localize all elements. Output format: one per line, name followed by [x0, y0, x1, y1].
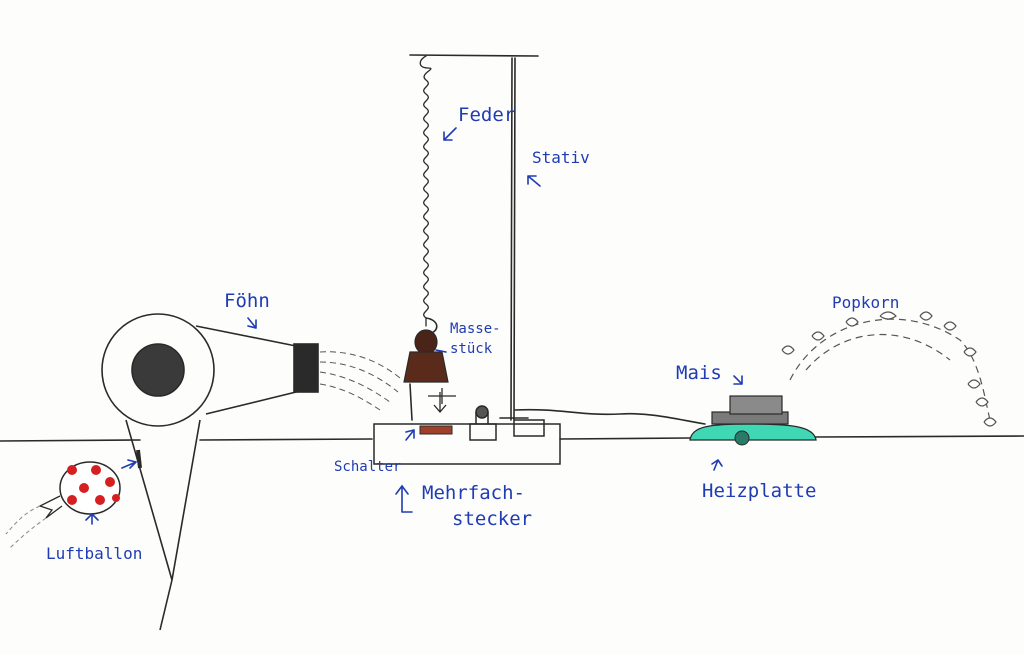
direction-marks: [428, 388, 456, 413]
mass-piece: [403, 329, 449, 383]
label-switch: Schalter: [334, 459, 402, 475]
label-power-strip-1: Mehrfach-: [422, 482, 525, 504]
balloon: [5, 461, 121, 549]
switch: [419, 425, 453, 435]
label-hair-dryer: Föhn: [224, 290, 270, 312]
ground-line-right: [559, 435, 1024, 440]
label-hotplate: Heizplatte: [702, 480, 817, 502]
corn-pot: [711, 395, 789, 425]
hair-dryer: [101, 313, 319, 631]
label-balloon: Luftballon: [46, 544, 143, 563]
hotplate: [689, 423, 817, 446]
stand-pole-edge: [513, 57, 516, 421]
label-corn: Mais: [676, 362, 722, 384]
label-mass-2: stück: [450, 341, 493, 357]
popcorn-arc: [781, 311, 997, 427]
annotation-arrows: [85, 127, 743, 525]
power-strip: [373, 405, 561, 465]
spring: [419, 55, 432, 327]
label-stand: Stativ: [532, 148, 590, 167]
stand-pole: [510, 57, 513, 421]
label-popcorn: Popkorn: [832, 293, 900, 312]
mass-string: [409, 383, 413, 421]
air-stream: [319, 351, 401, 411]
stand-top-bar: [409, 54, 539, 57]
cable-stand-to-hotplate: [514, 408, 706, 425]
label-spring: Feder: [458, 104, 516, 126]
ground-line-left: [0, 438, 373, 442]
label-power-strip-2: stecker: [452, 508, 533, 530]
label-mass-1: Masse-: [450, 321, 501, 337]
